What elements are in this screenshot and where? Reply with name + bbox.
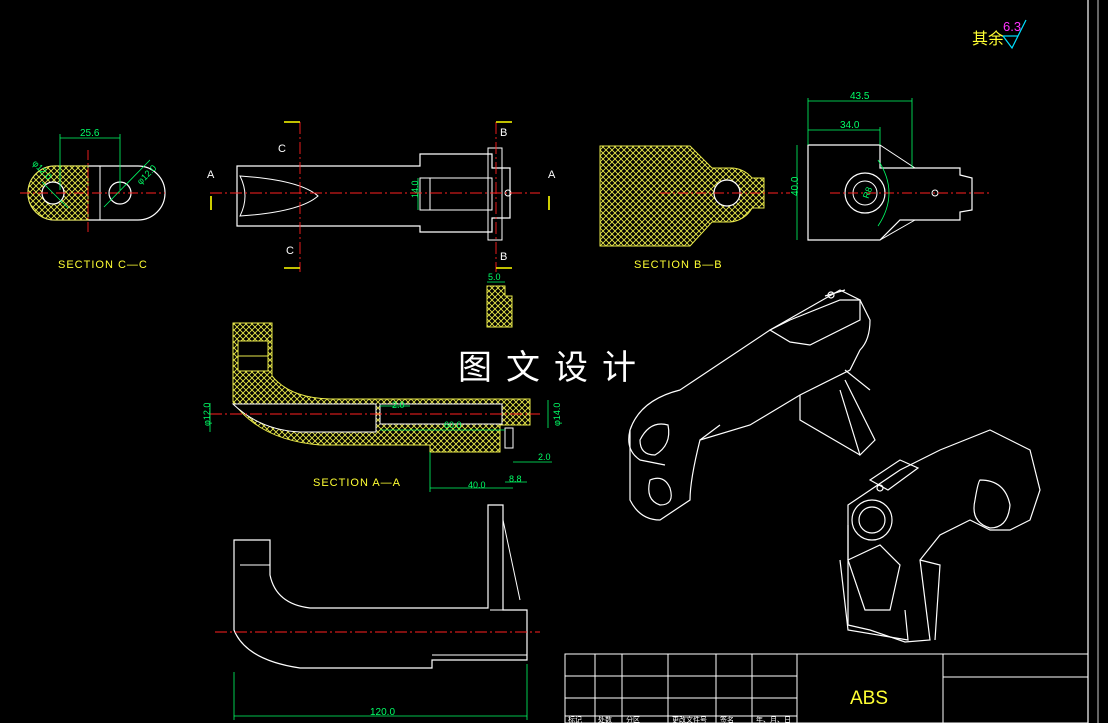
cut-letter-a-left: A — [207, 169, 215, 181]
section-bb-view: SECTION B—B — [599, 145, 790, 271]
dim-phi12-aa: φ12.0 — [202, 403, 212, 426]
side-view: 43.5 34.0 40.0 R8 — [790, 91, 990, 241]
dim-14: 14.0 — [410, 180, 420, 198]
dim-25-6: 25.6 — [80, 128, 100, 139]
top-view: C C B B A A 14.0 — [207, 121, 556, 272]
cut-letter-c-top: C — [278, 143, 286, 155]
tb-label-zone: 分区 — [626, 715, 640, 723]
cut-letter-a-right: A — [548, 169, 556, 181]
dim-5: 5.0 — [488, 272, 501, 282]
dim-34: 34.0 — [840, 120, 860, 131]
section-aa-label: SECTION A—A — [313, 477, 401, 489]
dim-120: 120.0 — [370, 707, 395, 718]
cut-letter-b-bottom: B — [500, 251, 507, 263]
drawing-frame — [1087, 0, 1099, 723]
overlay-title: 图文设计 — [458, 348, 650, 388]
tb-label-mark: 标记 — [568, 715, 582, 723]
dim-2-lower: 2.0 — [538, 452, 551, 462]
cut-letter-b-top: B — [500, 127, 507, 139]
tb-label-change-doc: 更改文件号 — [672, 715, 707, 723]
tb-label-date: 年、月、日 — [756, 715, 791, 723]
dim-40-horizontal: 40.0 — [468, 480, 486, 490]
tb-label-signature: 签名 — [720, 715, 734, 723]
dim-40-vertical: 40.0 — [790, 176, 801, 196]
title-block-row-labels: 标记 处数 分区 更改文件号 签名 年、月、日 — [568, 715, 791, 723]
surface-roughness-symbol: 其余 6.3 — [972, 19, 1027, 50]
tb-label-count: 处数 — [598, 715, 612, 723]
dim-2-upper: 2.0 — [392, 400, 405, 410]
material-label: ABS — [850, 688, 888, 709]
front-view: 120.0 — [215, 504, 540, 720]
section-cc-view: 25.6 φ12.0 φ12.0 SECTION C—C — [20, 128, 166, 271]
dim-43-5: 43.5 — [850, 91, 870, 102]
dim-phi14: φ14.0 — [552, 403, 562, 426]
section-bb-label: SECTION B—B — [634, 259, 723, 271]
detail-view-small: 5.0 — [486, 272, 513, 328]
roughness-label: 其余 — [972, 29, 1004, 48]
section-aa-view: φ12.0 2.0 60.0 φ14.0 2.0 40.0 8.8 SECTIO… — [202, 322, 562, 492]
dim-r8: R8 — [861, 186, 874, 200]
isometric-view-lower — [839, 429, 1041, 643]
dim-60: 60.0 — [444, 420, 462, 430]
dim-8-8: 8.8 — [509, 474, 522, 484]
cut-letter-c-bottom: C — [286, 245, 294, 257]
section-cc-label: SECTION C—C — [58, 259, 148, 271]
title-block — [564, 653, 1089, 723]
isometric-view-upper — [628, 289, 876, 521]
roughness-value: 6.3 — [1003, 19, 1021, 34]
